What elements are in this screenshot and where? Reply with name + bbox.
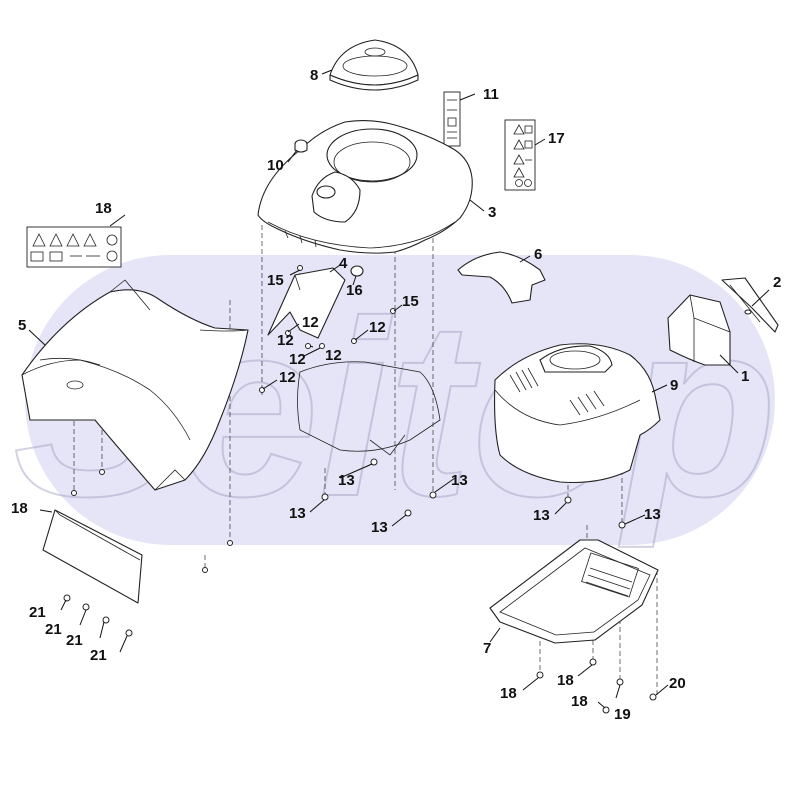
callout-21b: 21 [45, 621, 62, 638]
part-6-deflector [457, 251, 546, 304]
callout-13a: 13 [338, 472, 355, 489]
screw [102, 616, 110, 624]
screw [125, 629, 133, 637]
screw [319, 343, 325, 349]
callout-21c: 21 [66, 632, 83, 649]
callout-18a: 18 [500, 685, 517, 702]
callout-12c: 12 [289, 351, 306, 368]
screw [616, 678, 624, 686]
callout-10: 10 [267, 157, 284, 174]
callout-16: 16 [346, 282, 363, 299]
screw [429, 491, 437, 499]
screw [589, 658, 597, 666]
callout-13d: 13 [371, 519, 388, 536]
part-5-front-shroud [21, 279, 249, 491]
callout-15a: 15 [267, 272, 284, 289]
screw [202, 567, 208, 573]
part-10-knob [294, 139, 308, 153]
leader-lines [28, 69, 770, 709]
callout-17: 17 [548, 130, 565, 147]
callout-12f: 12 [279, 369, 296, 386]
base-plate [297, 361, 441, 456]
callout-19: 18 [95, 200, 112, 217]
cooling-fins-left [509, 367, 539, 393]
part-3-hood [257, 119, 473, 254]
part-8-cover-disc [329, 39, 419, 91]
part-9-engine-housing [494, 343, 661, 483]
callout-12d: 12 [325, 347, 342, 364]
callout-12a: 12 [302, 314, 319, 331]
part-7-tray [489, 539, 659, 644]
part-20-plate [42, 509, 143, 604]
part-17-warning-decal [504, 119, 536, 191]
part-19-warning-decal [26, 226, 122, 268]
part-16-ring [350, 265, 364, 277]
callout-12e: 12 [369, 319, 386, 336]
screw [321, 493, 329, 501]
callout-18b: 18 [557, 672, 574, 689]
callout-1: 1 [741, 368, 749, 385]
screw [71, 490, 77, 496]
cooling-fins-right [569, 390, 605, 416]
callout-13c: 13 [451, 472, 468, 489]
callout-15b: 15 [402, 293, 419, 310]
screw [649, 693, 657, 701]
callout-9: 9 [670, 377, 678, 394]
part-2-flap [721, 277, 779, 333]
callout-18d: 19 [614, 706, 631, 723]
screw [536, 671, 544, 679]
part-1-cover [667, 294, 731, 366]
part-11-decal [443, 91, 461, 147]
screw [602, 706, 610, 714]
fasteners [63, 265, 657, 714]
callout-21a: 21 [29, 604, 46, 621]
callout-4: 4 [339, 255, 348, 272]
screw [404, 509, 412, 517]
callout-18e: 20 [669, 675, 686, 692]
callout-21d: 21 [90, 647, 107, 664]
callout-5: 5 [18, 317, 26, 334]
callout-20: 18 [11, 500, 28, 517]
callout-7: 7 [483, 640, 491, 657]
screw [63, 594, 71, 602]
callout-6: 6 [534, 246, 542, 263]
callout-3: 3 [488, 204, 496, 221]
screw [285, 330, 291, 336]
callout-2: 2 [773, 274, 781, 291]
screw [370, 458, 378, 466]
callout-13e: 13 [533, 507, 550, 524]
callout-18c: 18 [571, 693, 588, 710]
screw [618, 521, 626, 529]
screw [82, 603, 90, 611]
screw [297, 265, 303, 271]
callout-13b: 13 [289, 505, 306, 522]
screw [564, 496, 572, 504]
part-4-bracket [267, 267, 346, 339]
callout-13f: 13 [644, 506, 661, 523]
screw [227, 540, 233, 546]
screw [305, 343, 311, 349]
callout-11: 11 [483, 86, 499, 103]
callout-labels: 8 11 10 17 3 18 5 4 16 15 15 6 2 1 9 12 … [11, 67, 781, 723]
screw [390, 308, 396, 314]
screw [99, 469, 105, 475]
callout-8: 8 [310, 67, 318, 84]
callout-12b: 12 [277, 332, 294, 349]
